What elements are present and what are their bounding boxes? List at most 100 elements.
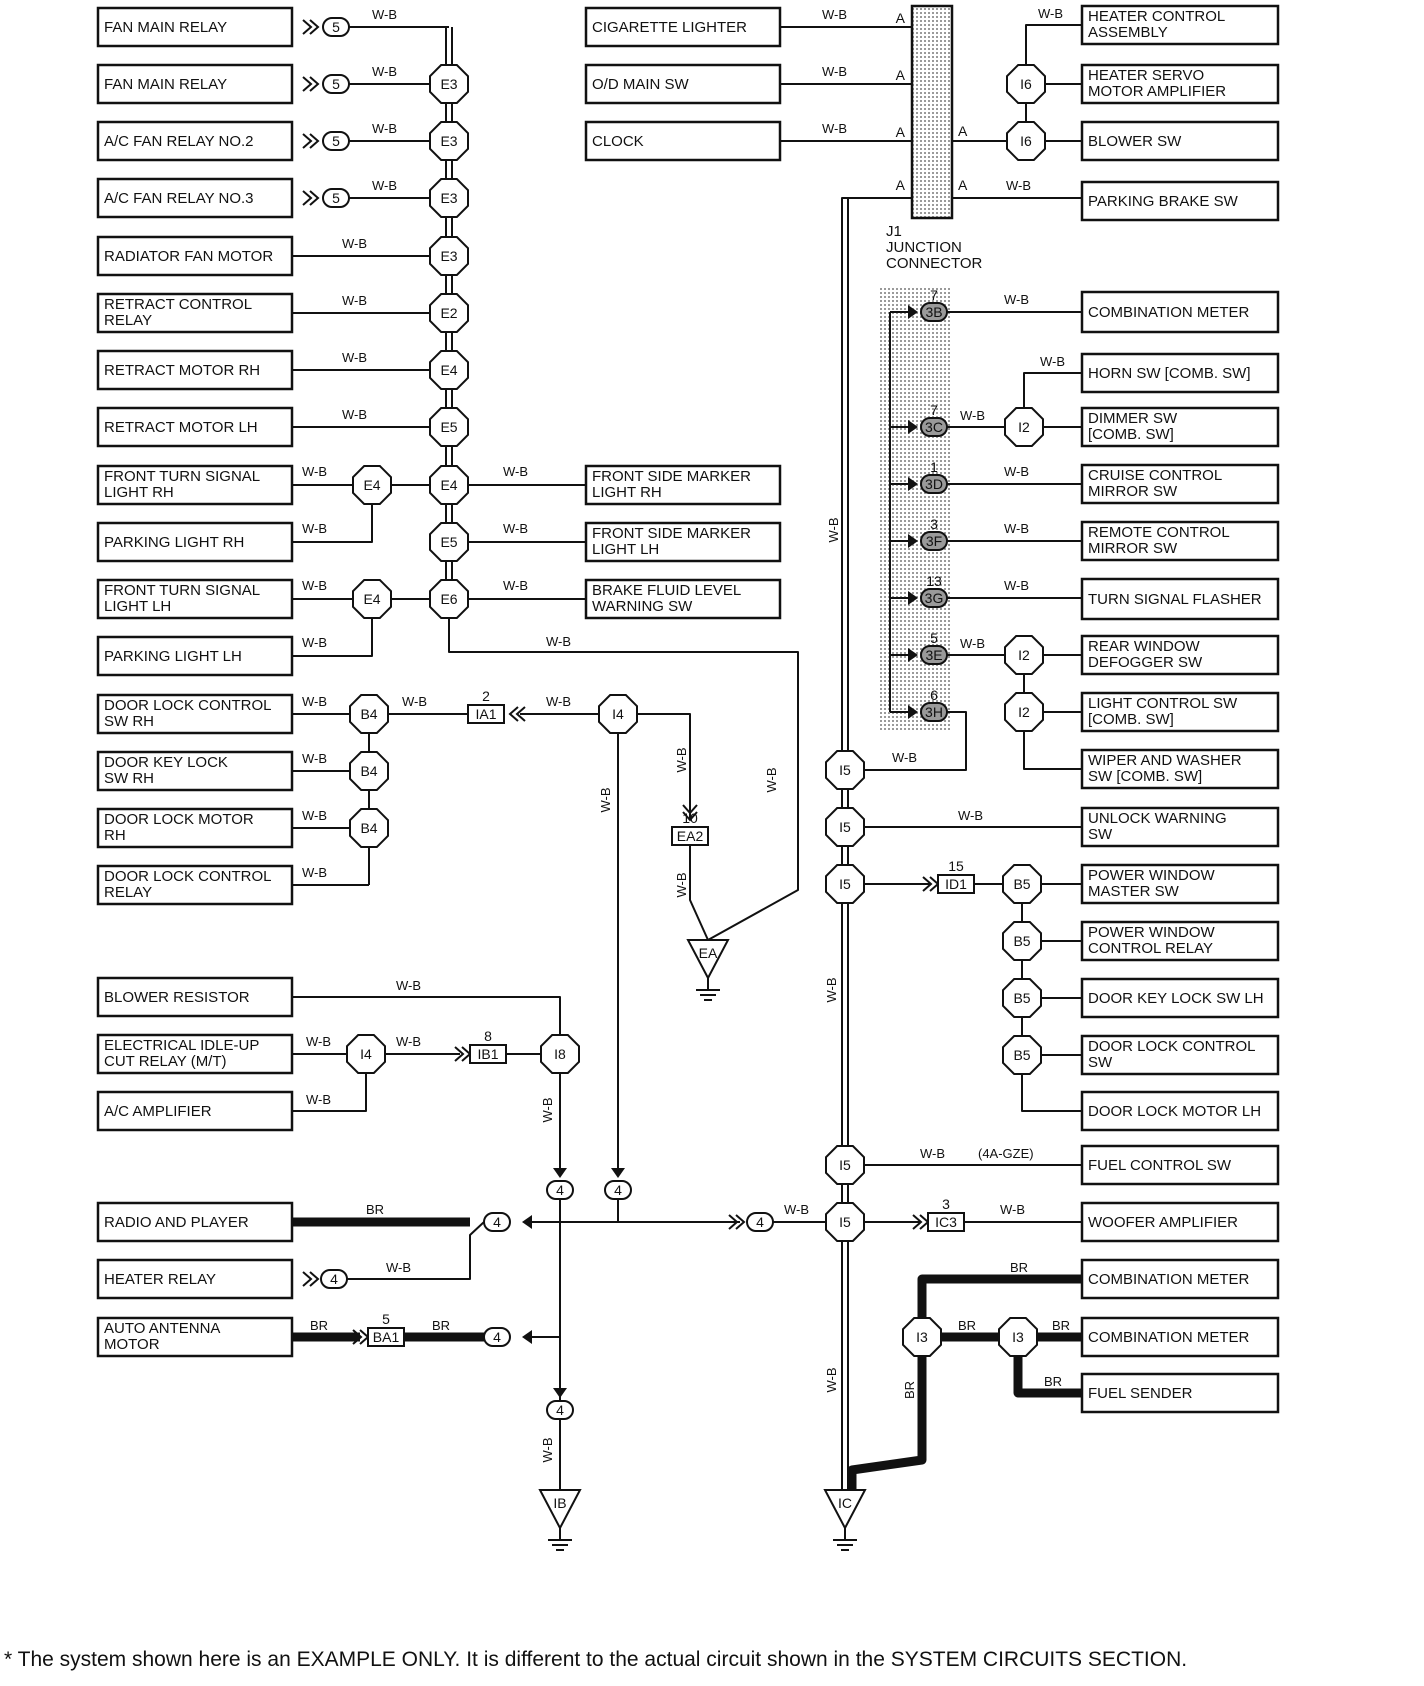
wb-radiator_fan_motor: W-B [342, 236, 367, 251]
arrow-ac_fan_relay_3 [302, 190, 320, 206]
box-parking-light-rh [96, 521, 294, 563]
box-electrical-idle-up [96, 1033, 294, 1075]
splice-i2-defogger [1004, 635, 1044, 675]
pin-3E: 5 [930, 630, 938, 646]
box-door_lock_ctrl_sw_rh-label-line1: DOOR LOCK CONTROL [104, 697, 272, 714]
wire [347, 1221, 485, 1280]
wb-side-rh: W-B [503, 464, 528, 479]
wb-4-i5: W-B [784, 1202, 809, 1217]
box-clock [584, 120, 782, 162]
box-door-lock-motor-lh [1080, 1090, 1280, 1132]
terminal-a-left-2: A [896, 124, 906, 140]
thick-wire [847, 1356, 927, 1490]
box-front-turn-lh-label-line1: FRONT TURN SIGNAL [104, 582, 260, 599]
arrow-left-4-radio [522, 1215, 532, 1229]
wb-horn: W-B [1040, 354, 1065, 369]
arrow-3E [908, 648, 918, 662]
br-radio: BR [366, 1202, 384, 1217]
right-trunk [841, 197, 912, 1490]
pin-3D: 1 [930, 459, 938, 475]
conn-4-b-label: 4 [614, 1182, 622, 1198]
wb-vert-i8: W-B [540, 1097, 555, 1122]
wb-parking-brake: W-B [1006, 178, 1031, 193]
conn-ia1-label: IA1 [475, 706, 496, 722]
pin-3G: 13 [926, 573, 942, 589]
box-retract_motor_lh-label: RETRACT MOTOR LH [104, 419, 258, 436]
box-door_lock_ctrl_sw_rh-label-line2: SW RH [104, 713, 154, 730]
wb-retract_motor_rh: W-B [342, 350, 367, 365]
wire [292, 996, 561, 1054]
arrow-3B [908, 305, 918, 319]
conn-ic3-pin: 3 [942, 1196, 950, 1212]
box-remote-control-label-line1: REMOTE CONTROL [1088, 524, 1230, 541]
box-front-side-marker-rh [584, 464, 782, 506]
arrow-ac_fan_relay_2 [302, 133, 320, 149]
splice-i4-bottom-label: I4 [360, 1046, 372, 1062]
box-combination-meter-3 [1080, 1316, 1280, 1358]
wb-b4-ia1: W-B [402, 694, 427, 709]
box-heater-servo-label-line2: MOTOR AMPLIFIER [1088, 83, 1226, 100]
box-retract_control_relay-label-line2: RELAY [104, 312, 152, 329]
wb-vert-ea2-ea: W-B [674, 872, 689, 897]
i4-to-ea2 [637, 713, 691, 820]
wb-door_lock_motor_rh: W-B [302, 808, 327, 823]
box-light-control-sw-label-line1: LIGHT CONTROL SW [1088, 695, 1238, 712]
arrow-down-4a [553, 1168, 567, 1178]
splice-i4-top [598, 694, 638, 734]
ground-ic [823, 1489, 867, 1531]
splice-i2-dimmer-label: I2 [1018, 419, 1030, 435]
splice-E5-7 [429, 407, 469, 447]
wb-parking-rh: W-B [302, 521, 327, 536]
box-parking-light-lh-label: PARKING LIGHT LH [104, 648, 242, 665]
box-fuel-sender [1080, 1372, 1280, 1414]
box-parking-light-lh [96, 635, 294, 677]
box-heater-servo [1080, 63, 1280, 105]
terminal-a-right-0: A [958, 123, 968, 139]
wb-parking-lh: W-B [302, 635, 327, 650]
conn-ba1-pin: 5 [382, 1311, 390, 1327]
splice-i5-5-label: I5 [839, 1214, 851, 1230]
wb-door_lock_ctrl_sw_rh: W-B [302, 694, 327, 709]
conn-3F-label: 3F [926, 533, 942, 549]
box-brake-fluid-label-line2: WARNING SW [592, 598, 693, 615]
box-ac-amplifier [96, 1090, 294, 1132]
splice-i5-4-label: I5 [839, 1157, 851, 1173]
box-ac_fan_relay_2 [96, 120, 294, 162]
splice-b5-3-label: B5 [1013, 1047, 1030, 1063]
ground-ib-label: IB [553, 1495, 566, 1511]
wb-side-lh: W-B [503, 521, 528, 536]
conn-5-ac_fan_relay_2-label: 5 [332, 133, 340, 149]
splice-b4-1-label: B4 [360, 763, 377, 779]
box-light-control-sw [1080, 691, 1280, 733]
box-heater-relay [96, 1258, 294, 1300]
box-front-turn-rh-label-line1: FRONT TURN SIGNAL [104, 468, 260, 485]
conn-3F [920, 531, 948, 551]
box-door_key_lock_sw_lh-label: DOOR KEY LOCK SW LH [1088, 990, 1264, 1007]
box-retract_control_relay [96, 292, 294, 334]
splice-b4-0-label: B4 [360, 706, 377, 722]
conn-ia1-pin: 2 [482, 688, 490, 704]
splice-E3-4 [429, 236, 469, 276]
splice-E4-6-label: E4 [440, 362, 457, 378]
splice-i5-2-label: I5 [839, 819, 851, 835]
box-combination-meter-1 [1080, 290, 1280, 334]
conn-3C [920, 417, 948, 437]
box-heater-control-label-line1: HEATER CONTROL [1088, 8, 1225, 25]
br-antenna-1: BR [310, 1318, 328, 1333]
wb-ac_fan_relay_3: W-B [372, 178, 397, 193]
conn-4-heater-label: 4 [330, 1271, 338, 1287]
wb-pin-direct-1: W-B [1004, 464, 1029, 479]
box-front-side-marker-lh-label-line2: LIGHT LH [592, 541, 659, 558]
conn-3H [920, 702, 948, 722]
splice-i5-2 [825, 807, 865, 847]
conn-5-fan_main_relay_2 [322, 74, 350, 94]
box-front-side-marker-lh-label-line1: FRONT SIDE MARKER [592, 525, 751, 542]
box-power_window_master [1080, 863, 1280, 905]
splice-e5-lower-label: E5 [440, 534, 457, 550]
wb-vert-e6-ea: W-B [764, 767, 779, 792]
splice-i6-bottom-label: I6 [1020, 133, 1032, 149]
conn-3B [920, 302, 948, 322]
box-combination-meter-3-label: COMBINATION METER [1088, 1329, 1250, 1346]
splice-E2-5 [429, 293, 469, 333]
pin-3F: 3 [930, 516, 938, 532]
